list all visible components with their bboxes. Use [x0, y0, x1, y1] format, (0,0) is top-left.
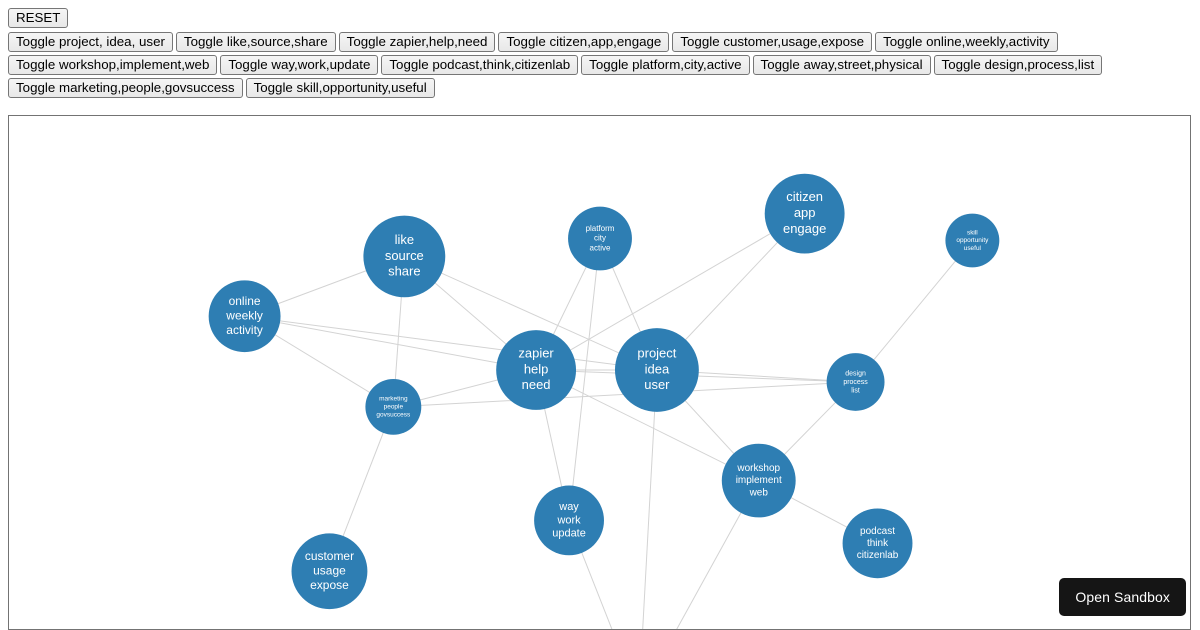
node-circle-platform[interactable]: [568, 206, 632, 271]
toggle-button-design-process-list[interactable]: Toggle design,process,list: [933, 55, 1103, 75]
reset-button[interactable]: RESET: [8, 8, 69, 28]
node-circle-zapier[interactable]: [496, 330, 577, 410]
toggle-button-citizen-app-engage[interactable]: Toggle citizen,app,engage: [498, 32, 670, 52]
node-circle-workshop[interactable]: [721, 443, 796, 518]
node-circle-like[interactable]: [363, 215, 446, 298]
node-circle-podcast[interactable]: [842, 508, 913, 579]
graph-edge-zapier-workshop: [535, 369, 759, 482]
node-circle-marketing[interactable]: [365, 378, 422, 435]
graph-edge-online-zapier: [244, 315, 537, 371]
graph-edge-design-skill: [855, 240, 973, 383]
toggle-button-project-idea-user[interactable]: Toggle project, idea, user: [8, 32, 173, 52]
node-circle-project[interactable]: [614, 328, 699, 412]
toggle-button-online-weekly-activity[interactable]: Toggle online,weekly,activity: [875, 32, 1058, 52]
toggle-button-workshop-implement-web[interactable]: Toggle workshop,implement,web: [8, 55, 218, 75]
toggle-button-away-street-physical[interactable]: Toggle away,street,physical: [752, 55, 931, 75]
toggle-button-like-source-share[interactable]: Toggle like,source,share: [175, 32, 336, 52]
node-circle-customer[interactable]: [291, 533, 368, 610]
toggle-button-skill-opportunity-useful[interactable]: Toggle skill,opportunity,useful: [245, 78, 435, 98]
open-sandbox-button[interactable]: Open Sandbox: [1059, 578, 1186, 616]
graph-edge-workshop-away: [676, 480, 760, 629]
node-circle-way[interactable]: [534, 485, 604, 556]
graph-edge-citizen-zapier: [535, 213, 805, 371]
node-circle-citizen[interactable]: [764, 173, 845, 254]
node-circle-skill[interactable]: [945, 213, 1000, 268]
node-circle-online[interactable]: [208, 280, 281, 353]
graph-edge-platform-way: [568, 238, 601, 521]
reset-button-row: RESET: [8, 8, 1192, 31]
toggle-button-customer-usage-expose[interactable]: Toggle customer,usage,expose: [672, 32, 873, 52]
graph-edge-like-project: [404, 255, 658, 371]
graph-edge-project-away: [642, 369, 658, 629]
toggle-button-way-work-update[interactable]: Toggle way,work,update: [220, 55, 379, 75]
toggle-button-zapier-help-need[interactable]: Toggle zapier,help,need: [338, 32, 496, 52]
toggle-button-platform-city-active[interactable]: Toggle platform,city,active: [581, 55, 750, 75]
graph-edge-online-project: [244, 315, 657, 371]
node-circle-design[interactable]: [826, 353, 885, 411]
toggle-button-podcast-think-citizenlab[interactable]: Toggle podcast,think,citizenlab: [381, 55, 579, 75]
toggle-button-marketing-people-govsuccess[interactable]: Toggle marketing,people,govsuccess: [8, 78, 243, 98]
